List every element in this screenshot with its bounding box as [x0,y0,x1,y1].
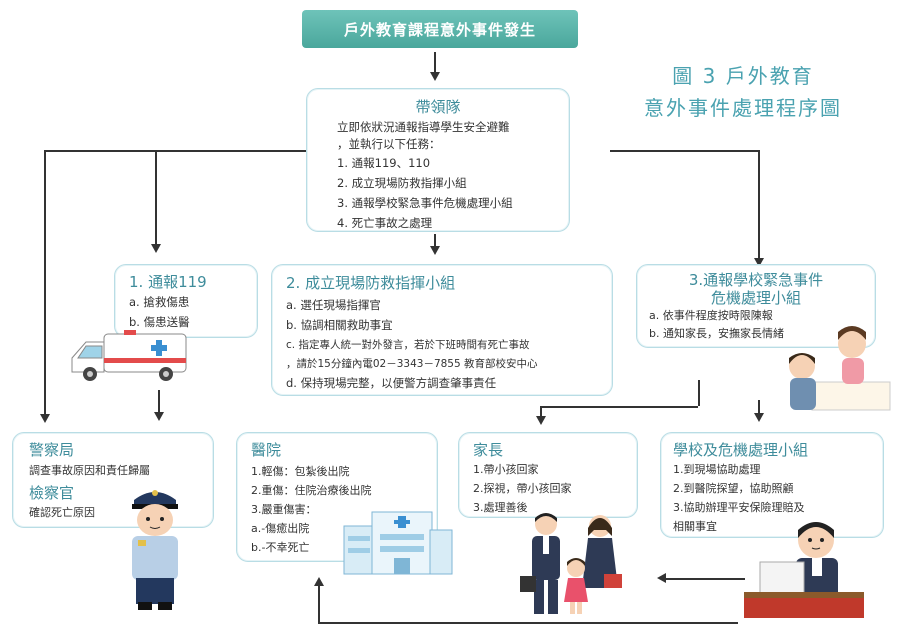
leader-line: ，並執行以下任務： [337,137,441,151]
hospital-line: 2.重傷：住院治療後出院 [251,484,372,497]
command-line: a. 選任現場指揮官 [286,298,381,312]
arrow [430,72,440,81]
command-line: d. 保持現場完整，以便警方調查肇事責任 [286,376,497,390]
parent-child-illustration [789,326,891,411]
command-title: 2. 成立現場防救指揮小組 [286,274,456,292]
report119-line: a. 搶救傷患 [129,295,190,309]
hospital-title: 醫院 [251,441,282,459]
crisis-team-box: 學校及危機處理小組 1.到現場協助處理 2.到醫院探望，協助照顧 3.協助辦理平… [660,432,884,538]
arrow [657,573,666,583]
hospital-line: 3.嚴重傷害： [251,503,317,516]
crisis-team-line: 1.到現場協助處理 [673,463,761,476]
connector [665,578,745,580]
event-title-bar: 戶外教育課程意外事件發生 [302,10,578,48]
arrow [151,244,161,253]
command-box: 2. 成立現場防救指揮小組 a. 選任現場指揮官 b. 協調相關救助事宜 c. … [271,264,613,396]
parents-line: 1.帶小孩回家 [473,463,539,476]
connector [434,234,436,248]
connector [540,406,542,418]
leader-title: 帶領隊 [415,98,461,116]
crisis-team-title: 學校及危機處理小組 [673,441,809,459]
hospital-line: 1.輕傷：包紮後出院 [251,465,350,478]
parents-title: 家長 [473,441,504,459]
report119-box: 1. 通報119 a. 搶救傷患 b. 傷患送醫 [114,264,258,338]
leader-line: 4. 死亡事故之處理 [337,216,433,230]
connector [434,52,436,74]
family-illustration [520,513,622,614]
parents-box: 家長 1.帶小孩回家 2.探視，帶小孩回家 3.處理善後 [458,432,638,518]
connector [540,406,698,408]
connector [158,390,160,414]
crisis-team-line: 3.協助辦理平安保險理賠及 [673,501,805,514]
report119-title: 1. 通報119 [129,273,207,291]
command-line: c. 指定專人統一對外發言，若於下班時間有死亡事故 [286,339,530,351]
school-report-line: a. 依事件程度按時限陳報 [649,309,773,322]
arrow [430,246,440,255]
hospital-line: a.-傷癒出院 [251,522,310,535]
parents-line: 2.探視，帶小孩回家 [473,482,572,495]
school-report-title-line1: 3.通報學校緊急事件 [688,271,824,289]
police-line: 調查事故原因和責任歸屬 [29,464,150,477]
parents-line: 3.處理善後 [473,501,528,514]
school-report-title: 3.通報學校緊急事件 危機處理小組 [637,265,875,307]
connector [44,150,46,416]
hospital-line: b.-不幸死亡 [251,541,310,554]
figure-title: 圖 3 戶外教育 意外事件處理程序圖 [628,60,858,124]
leader-line: 1. 通報119、110 [337,156,431,170]
figure-title-line1: 圖 3 戶外教育 [672,64,814,88]
connector [318,585,320,623]
arrow [754,413,764,422]
police-subtitle: 檢察官 [29,484,75,502]
arrow [754,258,764,267]
leader-box: 帶領隊 立即依狀況通報指導學生安全避難 ，並執行以下任務： 1. 通報119、1… [306,88,570,232]
leader-line: 3. 通報學校緊急事件危機處理小組 [337,196,513,210]
police-line: 確認死亡原因 [29,506,95,519]
figure-title-line2: 意外事件處理程序圖 [644,96,842,120]
command-line: ，請於15分鐘內電02－3343－7855 教育部校安中心 [286,358,538,370]
school-report-box: 3.通報學校緊急事件 危機處理小組 a. 依事件程度按時限陳報 b. 通知家長，… [636,264,876,348]
leader-line: 2. 成立現場防救指揮小組 [337,176,467,190]
arrow [154,412,164,421]
police-title: 警察局 [29,441,75,459]
school-report-title-line2: 危機處理小組 [710,289,801,307]
connector [698,380,700,406]
connector [758,150,760,260]
speaker-podium-illustration [744,522,864,618]
connector [155,150,157,245]
arrow [40,414,50,423]
arrow [314,577,324,586]
report119-line: b. 傷患送醫 [129,315,190,329]
connector [758,400,760,414]
school-report-line: b. 通知家長，安撫家長情緒 [649,327,784,340]
hospital-building-illustration [343,511,453,575]
police-box: 警察局 調查事故原因和責任歸屬 檢察官 確認死亡原因 [12,432,214,528]
leader-line: 立即依狀況通報指導學生安全避難 [337,120,510,134]
crisis-team-line: 相關事宜 [673,520,717,533]
arrow [536,416,546,425]
ambulance-illustration [71,330,187,381]
crisis-team-line: 2.到醫院探望，協助照顧 [673,482,794,495]
command-line: b. 協調相關救助事宜 [286,318,393,332]
connector [610,150,758,152]
connector [318,622,738,624]
police-officer-illustration [132,490,178,610]
connector [44,150,306,152]
